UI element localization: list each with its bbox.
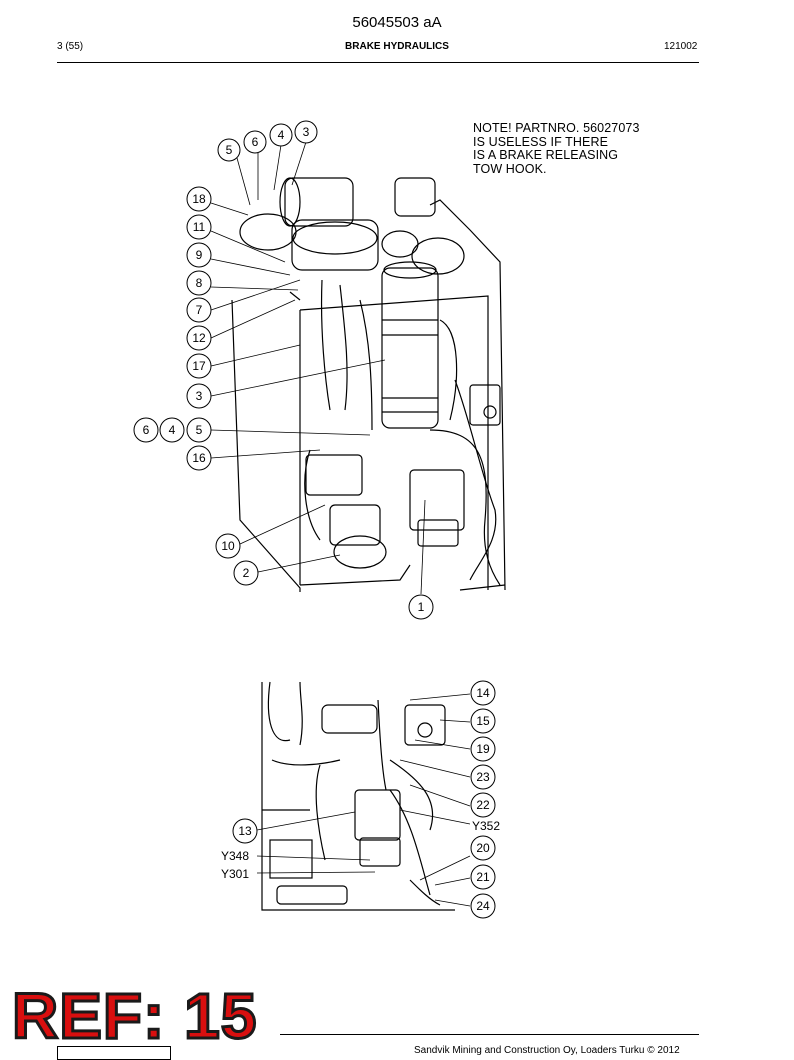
page-title: BRAKE HYDRAULICS [345, 41, 449, 52]
callout-20: 20 [470, 835, 496, 861]
document-number: 56045503 aA [352, 14, 442, 31]
svg-text:6: 6 [143, 423, 150, 437]
callout-14: 14 [470, 680, 496, 706]
svg-text:3: 3 [196, 389, 203, 403]
svg-text:16: 16 [192, 451, 206, 465]
note-text: NOTE! PARTNRO. 56027073 IS USELESS IF TH… [473, 121, 640, 176]
callout-6-left: 6 [133, 417, 159, 443]
svg-text:8: 8 [196, 276, 203, 290]
svg-text:13: 13 [238, 824, 252, 838]
callout-3-upper: 3 [294, 120, 318, 144]
leader-lines [210, 141, 471, 907]
svg-text:6: 6 [252, 135, 259, 149]
callout-1: 1 [408, 594, 434, 620]
label-y301: Y301 [221, 867, 249, 881]
callout-4-left: 4 [159, 417, 185, 443]
svg-text:18: 18 [192, 192, 206, 206]
callout-22: 22 [470, 792, 496, 818]
callout-5-left: 5 [186, 417, 212, 443]
svg-text:21: 21 [476, 870, 490, 884]
svg-text:5: 5 [226, 143, 233, 157]
callout-6-upper: 6 [243, 130, 267, 154]
machine-outline-bottom [261, 681, 455, 911]
header-rule [57, 62, 699, 63]
svg-text:23: 23 [476, 770, 490, 784]
callout-15: 15 [470, 708, 496, 734]
svg-text:10: 10 [221, 539, 235, 553]
svg-text:22: 22 [476, 798, 490, 812]
svg-text:14: 14 [476, 686, 490, 700]
svg-text:11: 11 [193, 220, 206, 234]
svg-text:24: 24 [476, 899, 490, 913]
label-y352: Y352 [472, 819, 500, 833]
callout-13: 13 [232, 818, 258, 844]
svg-text:2: 2 [243, 566, 250, 580]
callout-8: 8 [186, 270, 212, 296]
callout-18: 18 [186, 186, 212, 212]
svg-text:19: 19 [476, 742, 490, 756]
callouts-top: 3 4 6 5 18 11 9 8 7 12 17 3 6 4 5 16 10 … [133, 120, 434, 620]
machine-outline-top [231, 177, 506, 592]
svg-text:7: 7 [196, 303, 203, 317]
footer-logo [57, 1046, 171, 1060]
callout-9: 9 [186, 242, 212, 268]
document-date: 121002 [664, 41, 698, 52]
callouts-bottom: 14 15 19 23 22 Y352 13 Y348 Y301 20 21 2… [221, 680, 500, 919]
callout-2: 2 [233, 560, 259, 586]
page-number: 3 (55) [57, 41, 84, 52]
svg-text:9: 9 [196, 248, 203, 262]
svg-text:20: 20 [476, 841, 490, 855]
footer-copyright: Sandvik Mining and Construction Oy, Load… [414, 1045, 680, 1056]
callout-23: 23 [470, 764, 496, 790]
callout-10: 10 [215, 533, 241, 559]
svg-text:1: 1 [418, 600, 425, 614]
callout-21: 21 [470, 864, 496, 890]
svg-text:4: 4 [169, 423, 176, 437]
svg-text:3: 3 [303, 125, 310, 139]
label-y348: Y348 [221, 849, 249, 863]
svg-text:12: 12 [192, 331, 206, 345]
callout-17: 17 [186, 353, 212, 379]
callout-3-lower: 3 [186, 383, 212, 409]
callout-11: 11 [186, 214, 212, 240]
ref-stamp: REF: 15 [10, 980, 258, 1052]
svg-text:5: 5 [196, 423, 203, 437]
svg-text:4: 4 [278, 128, 285, 142]
svg-text:17: 17 [192, 359, 206, 373]
callout-12: 12 [186, 325, 212, 351]
callout-24: 24 [470, 893, 496, 919]
callout-5-upper: 5 [217, 138, 241, 162]
svg-text:15: 15 [476, 714, 490, 728]
callout-19: 19 [470, 736, 496, 762]
footer-rule [280, 1034, 699, 1035]
callout-4-upper: 4 [269, 123, 293, 147]
callout-7: 7 [186, 297, 212, 323]
callout-16: 16 [186, 445, 212, 471]
